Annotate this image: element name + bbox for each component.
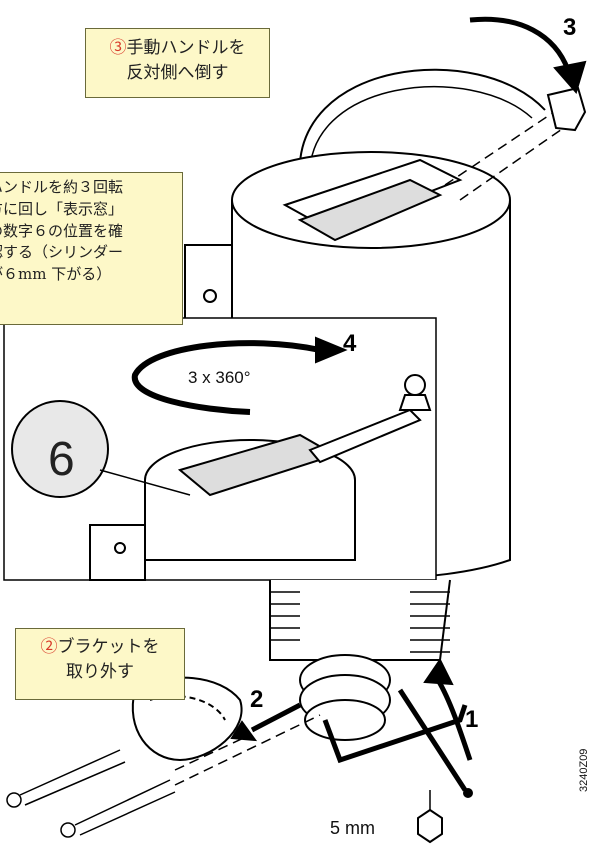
step-4-label: 4: [343, 330, 357, 357]
window-digit: 6: [48, 433, 75, 486]
callout-step3: ③手動ハンドルを 反対側へ倒す: [85, 28, 270, 98]
step-1-label: 1: [465, 706, 479, 733]
handle-arc: [298, 68, 546, 181]
rotation-arc: [131, 340, 321, 415]
wrench-size-label: 5 mm: [330, 818, 375, 838]
step-3-label: 3: [563, 14, 577, 41]
circled-number: ②: [40, 637, 58, 657]
circled-number: ③: [109, 38, 127, 58]
step-2-label: 2: [250, 686, 264, 713]
window-magnifier: [11, 400, 109, 498]
callout-step1: ハンドルを約３回転 方に回し「表示窓」 の数字６の位置を確 認する（シリンダー …: [0, 172, 183, 325]
callout-step2: ②ブラケットを 取り外す: [15, 628, 185, 700]
rotation-label: 3 x 360°: [188, 368, 251, 387]
drawing-code: 3240Z09: [578, 748, 590, 792]
hexagon-icon: [417, 808, 443, 844]
